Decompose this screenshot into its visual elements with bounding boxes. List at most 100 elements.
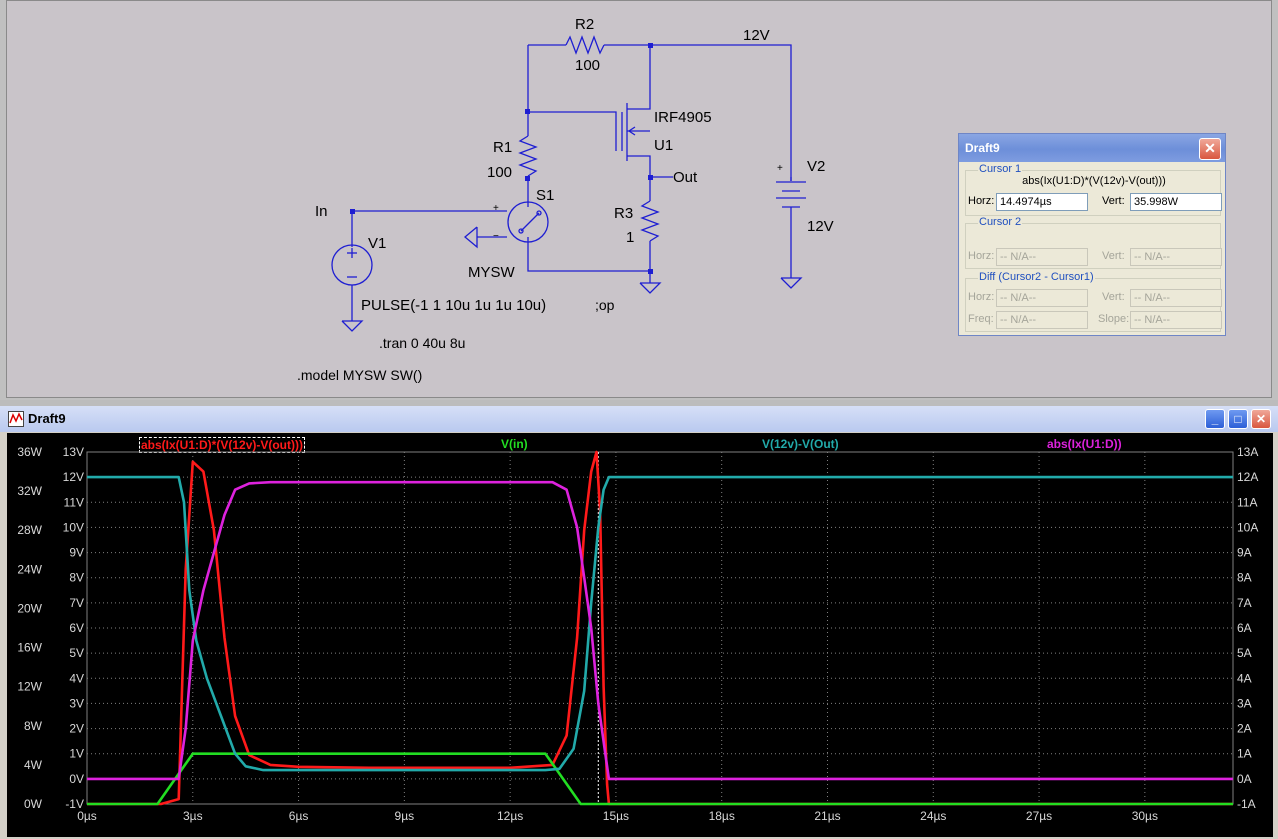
- waveform-window: Draft9 _ □ ✕ abs(Ix(U1:D)*(V(12v)-V(out)…: [0, 406, 1278, 839]
- cursor1-expression: abs(Ix(U1:D)*(V(12v)-V(out))): [1022, 175, 1166, 187]
- label-mosfet-model: IRF4905: [654, 109, 712, 126]
- cursor1-vert-field[interactable]: 35.998W: [1130, 193, 1222, 211]
- label-r1: R1: [493, 139, 513, 156]
- schematic-area: + − + R2 100 12V IRF4905 U1 R1 100 S1 Ou…: [0, 0, 1278, 400]
- waveform-app-icon: [8, 411, 24, 427]
- waveform-plot[interactable]: abs(Ix(U1:D)*(V(12v)-V(out))) V(in) V(12…: [7, 433, 1273, 837]
- x-tick-label: 3µs: [183, 809, 203, 823]
- x-tick-label: 18µs: [709, 809, 735, 823]
- y-power-tick-label: 20W: [17, 601, 42, 615]
- x-tick-label: 27µs: [1026, 809, 1052, 823]
- label-s1: S1: [536, 187, 555, 204]
- diff-vert-label: Vert:: [1102, 291, 1125, 303]
- y-volt-tick-label: 9V: [69, 546, 84, 560]
- series-id-line: [87, 480, 1233, 781]
- cursor2-horz-label: Horz:: [968, 250, 995, 262]
- y-amp-tick-label: 1A: [1237, 747, 1252, 761]
- legend-vds[interactable]: V(12v)-V(Out): [762, 437, 839, 451]
- legend-vin[interactable]: V(in): [501, 437, 528, 451]
- y-power-tick-label: 28W: [17, 523, 42, 537]
- waveform-titlebar[interactable]: Draft9 _ □ ✕: [0, 406, 1278, 432]
- y-amp-tick-label: 5A: [1237, 646, 1252, 660]
- y-amp-tick-label: 2A: [1237, 722, 1252, 736]
- y-amp-tick-label: 10A: [1237, 520, 1258, 534]
- directive-tran: .tran 0 40u 8u: [379, 335, 466, 351]
- cursor1-horz-label: Horz:: [968, 195, 995, 207]
- y-volt-tick-label: 10V: [63, 520, 84, 534]
- y-amp-tick-label: 6A: [1237, 621, 1252, 635]
- y-power-tick-label: 4W: [24, 758, 43, 772]
- x-tick-label: 12µs: [497, 809, 523, 823]
- cursor1-vert-label: Vert:: [1102, 195, 1125, 207]
- cursor1-group: Cursor 1 abs(Ix(U1:D)*(V(12v)-V(out))) H…: [965, 163, 1222, 216]
- cursor-dialog-title: Draft9: [965, 141, 1000, 155]
- series-vin-line: [87, 752, 1233, 806]
- cursor-dialog-titlebar[interactable]: Draft9 ✕: [959, 134, 1225, 162]
- y-amp-tick-label: 7A: [1237, 596, 1252, 610]
- y-amp-tick-label: 13A: [1237, 445, 1258, 459]
- svg-text:+: +: [777, 163, 783, 174]
- schematic-wires: + − +: [331, 35, 806, 332]
- label-v2-value: 12V: [807, 218, 834, 235]
- label-r3: R3: [614, 205, 634, 222]
- y-amp-tick-label: 8A: [1237, 571, 1252, 585]
- cursor1-label: Cursor 1: [978, 163, 1023, 175]
- y-volt-tick-label: 2V: [69, 722, 84, 736]
- svg-text:−: −: [493, 231, 499, 242]
- series-power-line: [87, 450, 1233, 806]
- y-amp-tick-label: 11A: [1237, 495, 1257, 509]
- label-u1: U1: [654, 137, 674, 154]
- waveform-title: Draft9: [28, 411, 66, 426]
- minimize-button[interactable]: _: [1205, 409, 1225, 429]
- cursor-dialog: Draft9 ✕ Cursor 1 abs(Ix(U1:D)*(V(12v)-V…: [958, 133, 1226, 336]
- x-tick-label: 0µs: [77, 809, 97, 823]
- label-r1-value: 100: [487, 164, 513, 181]
- cursor2-vert-field: -- N/A--: [1130, 248, 1222, 266]
- directive-model: .model MYSW SW(): [297, 367, 423, 383]
- label-pulse: PULSE(-1 1 10u 1u 1u 10u): [361, 297, 547, 314]
- label-r2-value: 100: [575, 57, 601, 74]
- label-v1: V1: [368, 235, 387, 252]
- y-power-tick-label: 16W: [17, 641, 42, 655]
- x-tick-label: 21µs: [814, 809, 840, 823]
- label-out: Out: [673, 169, 698, 186]
- diff-label: Diff (Cursor2 - Cursor1): [978, 271, 1095, 283]
- label-12v-net: 12V: [743, 27, 770, 44]
- diff-horz-label: Horz:: [968, 291, 995, 303]
- y-volt-tick-label: 5V: [69, 646, 84, 660]
- cursor2-label: Cursor 2: [978, 216, 1023, 228]
- close-button[interactable]: ✕: [1251, 409, 1271, 429]
- cursor-dialog-close-button[interactable]: ✕: [1199, 138, 1221, 160]
- diff-slope-field: -- N/A--: [1130, 311, 1222, 329]
- y-amp-tick-label: 0A: [1237, 772, 1252, 786]
- x-tick-label: 6µs: [289, 809, 309, 823]
- x-tick-label: 24µs: [920, 809, 946, 823]
- diff-freq-field: -- N/A--: [996, 311, 1088, 329]
- diff-slope-label: Slope:: [1098, 313, 1130, 325]
- y-volt-tick-label: -1V: [65, 797, 84, 811]
- legend-id[interactable]: abs(Ix(U1:D)): [1047, 437, 1122, 451]
- y-volt-tick-label: 6V: [69, 621, 84, 635]
- y-power-tick-label: 36W: [17, 445, 42, 459]
- y-volt-tick-label: 4V: [69, 671, 84, 685]
- label-v2: V2: [807, 158, 826, 175]
- cursor2-vert-label: Vert:: [1102, 250, 1125, 262]
- y-amp-tick-label: 9A: [1237, 546, 1252, 560]
- y-volt-tick-label: 1V: [69, 747, 84, 761]
- y-volt-tick-label: 11V: [64, 495, 84, 509]
- label-mysw: MYSW: [468, 264, 515, 281]
- y-power-tick-label: 12W: [17, 680, 42, 694]
- y-volt-tick-label: 7V: [69, 596, 84, 610]
- y-amp-tick-label: 12A: [1237, 470, 1258, 484]
- y-amp-tick-label: 4A: [1237, 671, 1252, 685]
- y-amp-tick-label: 3A: [1237, 696, 1252, 710]
- y-volt-tick-label: 0V: [69, 772, 84, 786]
- y-volt-tick-label: 8V: [69, 571, 84, 585]
- label-r2: R2: [575, 16, 595, 33]
- maximize-button[interactable]: □: [1228, 409, 1248, 429]
- cursor1-horz-field[interactable]: 14.4974µs: [996, 193, 1088, 211]
- x-tick-label: 15µs: [603, 809, 629, 823]
- directive-op: ;op: [595, 297, 615, 313]
- x-tick-label: 9µs: [395, 809, 415, 823]
